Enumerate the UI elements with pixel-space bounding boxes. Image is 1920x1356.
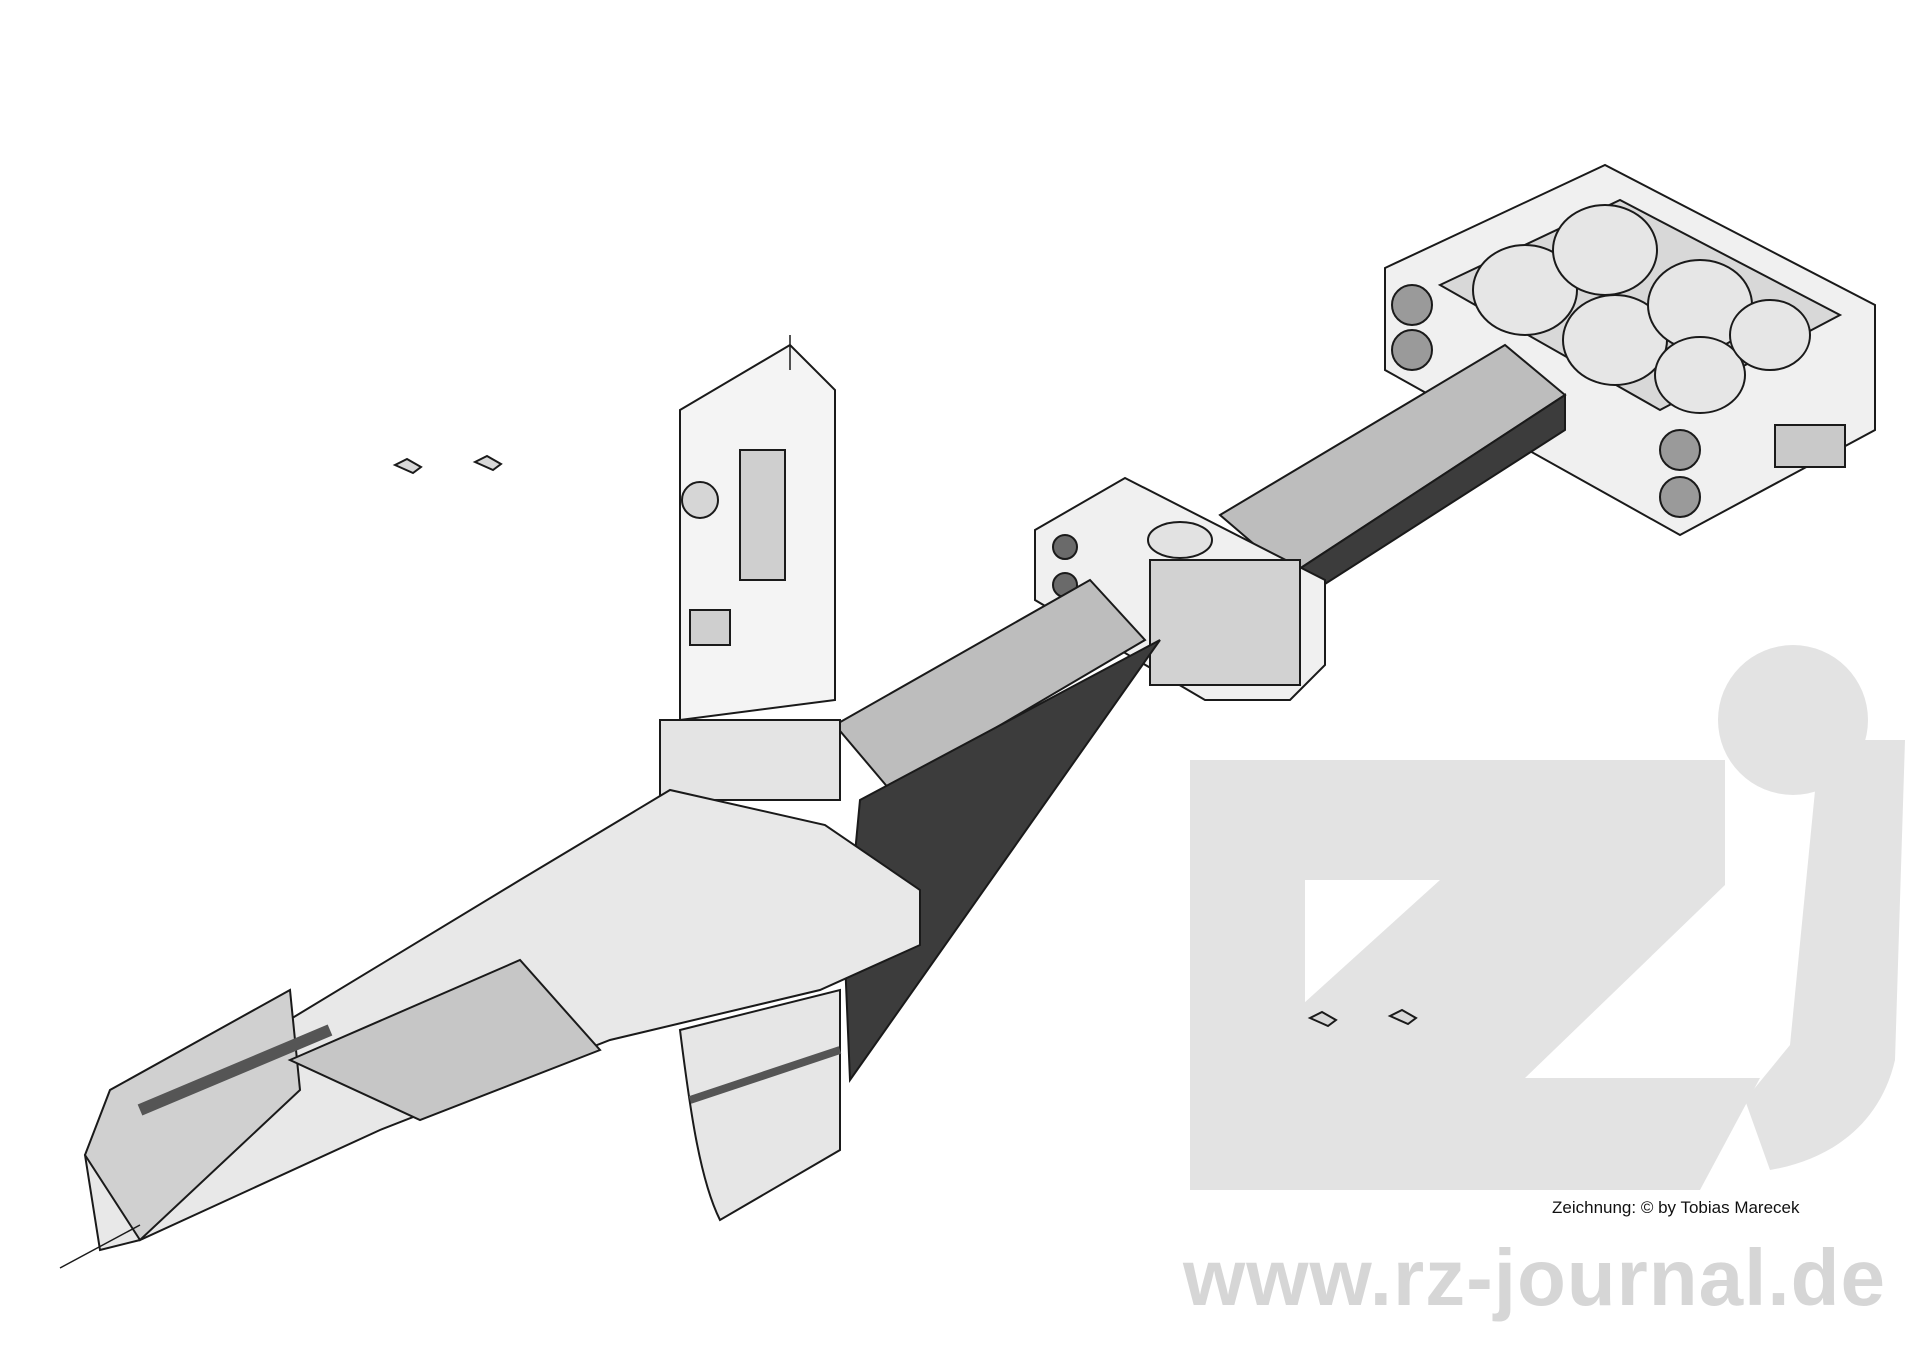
junction-module bbox=[1034, 476, 1326, 701]
astronaut-figures bbox=[392, 454, 1418, 1028]
rear-spine bbox=[1218, 343, 1567, 602]
website-url: www.rz-journal.de bbox=[1183, 1233, 1886, 1322]
lower-fin bbox=[678, 988, 842, 1222]
illustration-credit: Zeichnung: © by Tobias Marecek bbox=[1552, 1198, 1800, 1217]
antenna-lines bbox=[59, 335, 791, 1269]
tower-superstructure bbox=[659, 343, 841, 801]
engine-block bbox=[1384, 163, 1876, 537]
main-hull bbox=[83, 788, 921, 1252]
main-spine bbox=[833, 578, 1161, 1083]
rzj-logo-watermark bbox=[1190, 645, 1905, 1190]
